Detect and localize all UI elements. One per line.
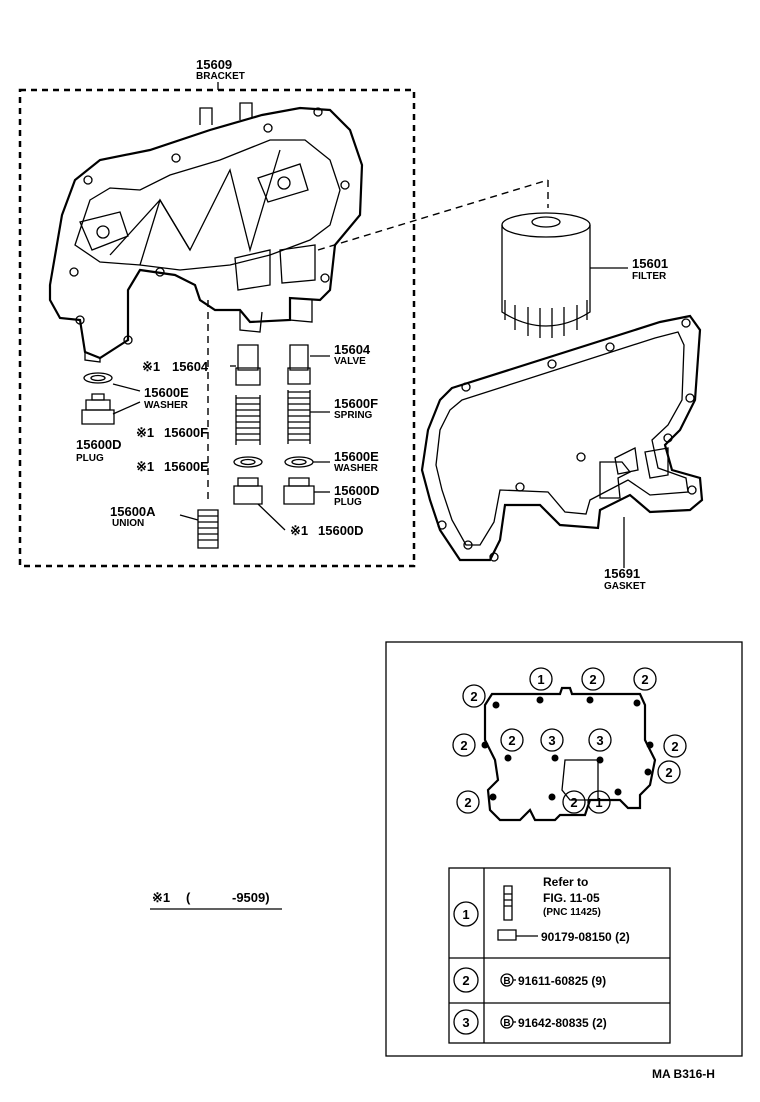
svg-text:1: 1 bbox=[595, 795, 602, 810]
plug-left-name: PLUG bbox=[76, 453, 104, 464]
callout-2: 2 bbox=[581, 667, 605, 691]
svg-text:2: 2 bbox=[470, 689, 477, 704]
plug-right-name: PLUG bbox=[334, 497, 362, 508]
svg-text:3: 3 bbox=[596, 733, 603, 748]
svg-text:2: 2 bbox=[665, 765, 672, 780]
svg-text:2: 2 bbox=[464, 795, 471, 810]
callout-2: 2 bbox=[500, 728, 524, 752]
svg-text:2: 2 bbox=[589, 672, 596, 687]
plug-right-part-no: 15600D bbox=[334, 483, 380, 498]
gasket-part-no: 15691 bbox=[604, 566, 640, 581]
bracket-assembly-box bbox=[18, 82, 416, 568]
svg-text:1: 1 bbox=[537, 672, 544, 687]
legend-part-1: 90179-08150 (2) bbox=[541, 930, 630, 944]
note-paren: ( bbox=[186, 890, 191, 905]
svg-text:2: 2 bbox=[570, 795, 577, 810]
center-column-parts bbox=[179, 344, 286, 549]
washer-alt-mark: ※1 bbox=[136, 459, 154, 474]
valve-alt-mark: ※1 bbox=[142, 359, 160, 374]
gasket-name: GASKET bbox=[604, 581, 646, 592]
callout-1: 1 bbox=[587, 790, 611, 814]
svg-text:2: 2 bbox=[460, 738, 467, 753]
spring-name: SPRING bbox=[334, 410, 373, 421]
legend-fig: FIG. 11-05 bbox=[543, 891, 600, 905]
washer-alt-part-no: 15600E bbox=[164, 459, 209, 474]
legend-part-3: 91642-80835 (2) bbox=[518, 1016, 607, 1030]
callout-2: 2 bbox=[657, 760, 681, 784]
plug-left-part-no: 15600D bbox=[76, 437, 122, 452]
plug-alt-mark: ※1 bbox=[290, 523, 308, 538]
oil-filter bbox=[501, 212, 628, 338]
legend-row-1: 1 Refer to FIG. 11-05 (PNC 11425) 90179-… bbox=[453, 875, 630, 944]
callout-2: 2 bbox=[562, 790, 586, 814]
note-mark: ※1 bbox=[152, 890, 170, 905]
callout-2: 2 bbox=[452, 733, 476, 757]
svg-text:2: 2 bbox=[671, 739, 678, 754]
spring-part-no: 15600F bbox=[334, 396, 378, 411]
legend-row-3: 3 B 91642-80835 (2) bbox=[453, 1009, 607, 1035]
bracket-part-no: 15609 bbox=[196, 57, 232, 72]
union-name: UNION bbox=[112, 518, 144, 529]
svg-text:3: 3 bbox=[462, 1015, 469, 1030]
union-part-no: 15600A bbox=[110, 504, 156, 519]
spring-alt-part-no: 15600F bbox=[164, 425, 208, 440]
bolt-legend-table: 1 Refer to FIG. 11-05 (PNC 11425) 90179-… bbox=[448, 867, 671, 1044]
bracket-body bbox=[48, 102, 364, 363]
gasket-shape bbox=[420, 314, 704, 568]
bolt-symbol: B bbox=[503, 976, 510, 987]
washer-left-name: WASHER bbox=[144, 400, 189, 411]
callout-2: 2 bbox=[633, 667, 657, 691]
valve-name: VALVE bbox=[334, 356, 366, 367]
bolt-inset: 2 1 2 2 2 2 3 3 2 2 2 2 1 1 Refer to FIG… bbox=[385, 641, 743, 1057]
callout-2: 2 bbox=[663, 734, 687, 758]
legend-pnc: (PNC 11425) bbox=[543, 907, 601, 918]
callout-2: 2 bbox=[456, 790, 480, 814]
svg-text:3: 3 bbox=[548, 733, 555, 748]
svg-text:1: 1 bbox=[462, 907, 469, 922]
filter-name: FILTER bbox=[632, 271, 667, 282]
svg-text:2: 2 bbox=[508, 733, 515, 748]
plug-alt-part-no: 15600D bbox=[318, 523, 364, 538]
bolt-symbol: B bbox=[503, 1018, 510, 1029]
callout-3: 3 bbox=[540, 728, 564, 752]
figure-code: MA B316-H bbox=[652, 1067, 715, 1081]
valve-part-no: 15604 bbox=[334, 342, 371, 357]
svg-text:2: 2 bbox=[462, 973, 469, 988]
note-range: -9509) bbox=[232, 890, 270, 905]
legend-refer: Refer to bbox=[543, 875, 588, 889]
svg-text:2: 2 bbox=[641, 672, 648, 687]
washer-right-name: WASHER bbox=[334, 463, 379, 474]
callout-1: 1 bbox=[529, 667, 553, 691]
left-washer-plug bbox=[81, 372, 141, 425]
applicability-note: ※1 ( -9509) bbox=[150, 890, 282, 910]
legend-part-2: 91611-60825 (9) bbox=[518, 974, 606, 988]
washer-left-part-no: 15600E bbox=[144, 385, 189, 400]
washer-right-part-no: 15600E bbox=[334, 449, 379, 464]
callout-3: 3 bbox=[588, 728, 612, 752]
valve-alt-part-no: 15604 bbox=[172, 359, 209, 374]
filter-part-no: 15601 bbox=[632, 256, 668, 271]
callout-2: 2 bbox=[462, 684, 486, 708]
spring-alt-mark: ※1 bbox=[136, 425, 154, 440]
bracket-name: BRACKET bbox=[196, 71, 245, 82]
legend-row-2: 2 B 91611-60825 (9) bbox=[453, 967, 606, 993]
right-column-parts bbox=[283, 344, 330, 505]
